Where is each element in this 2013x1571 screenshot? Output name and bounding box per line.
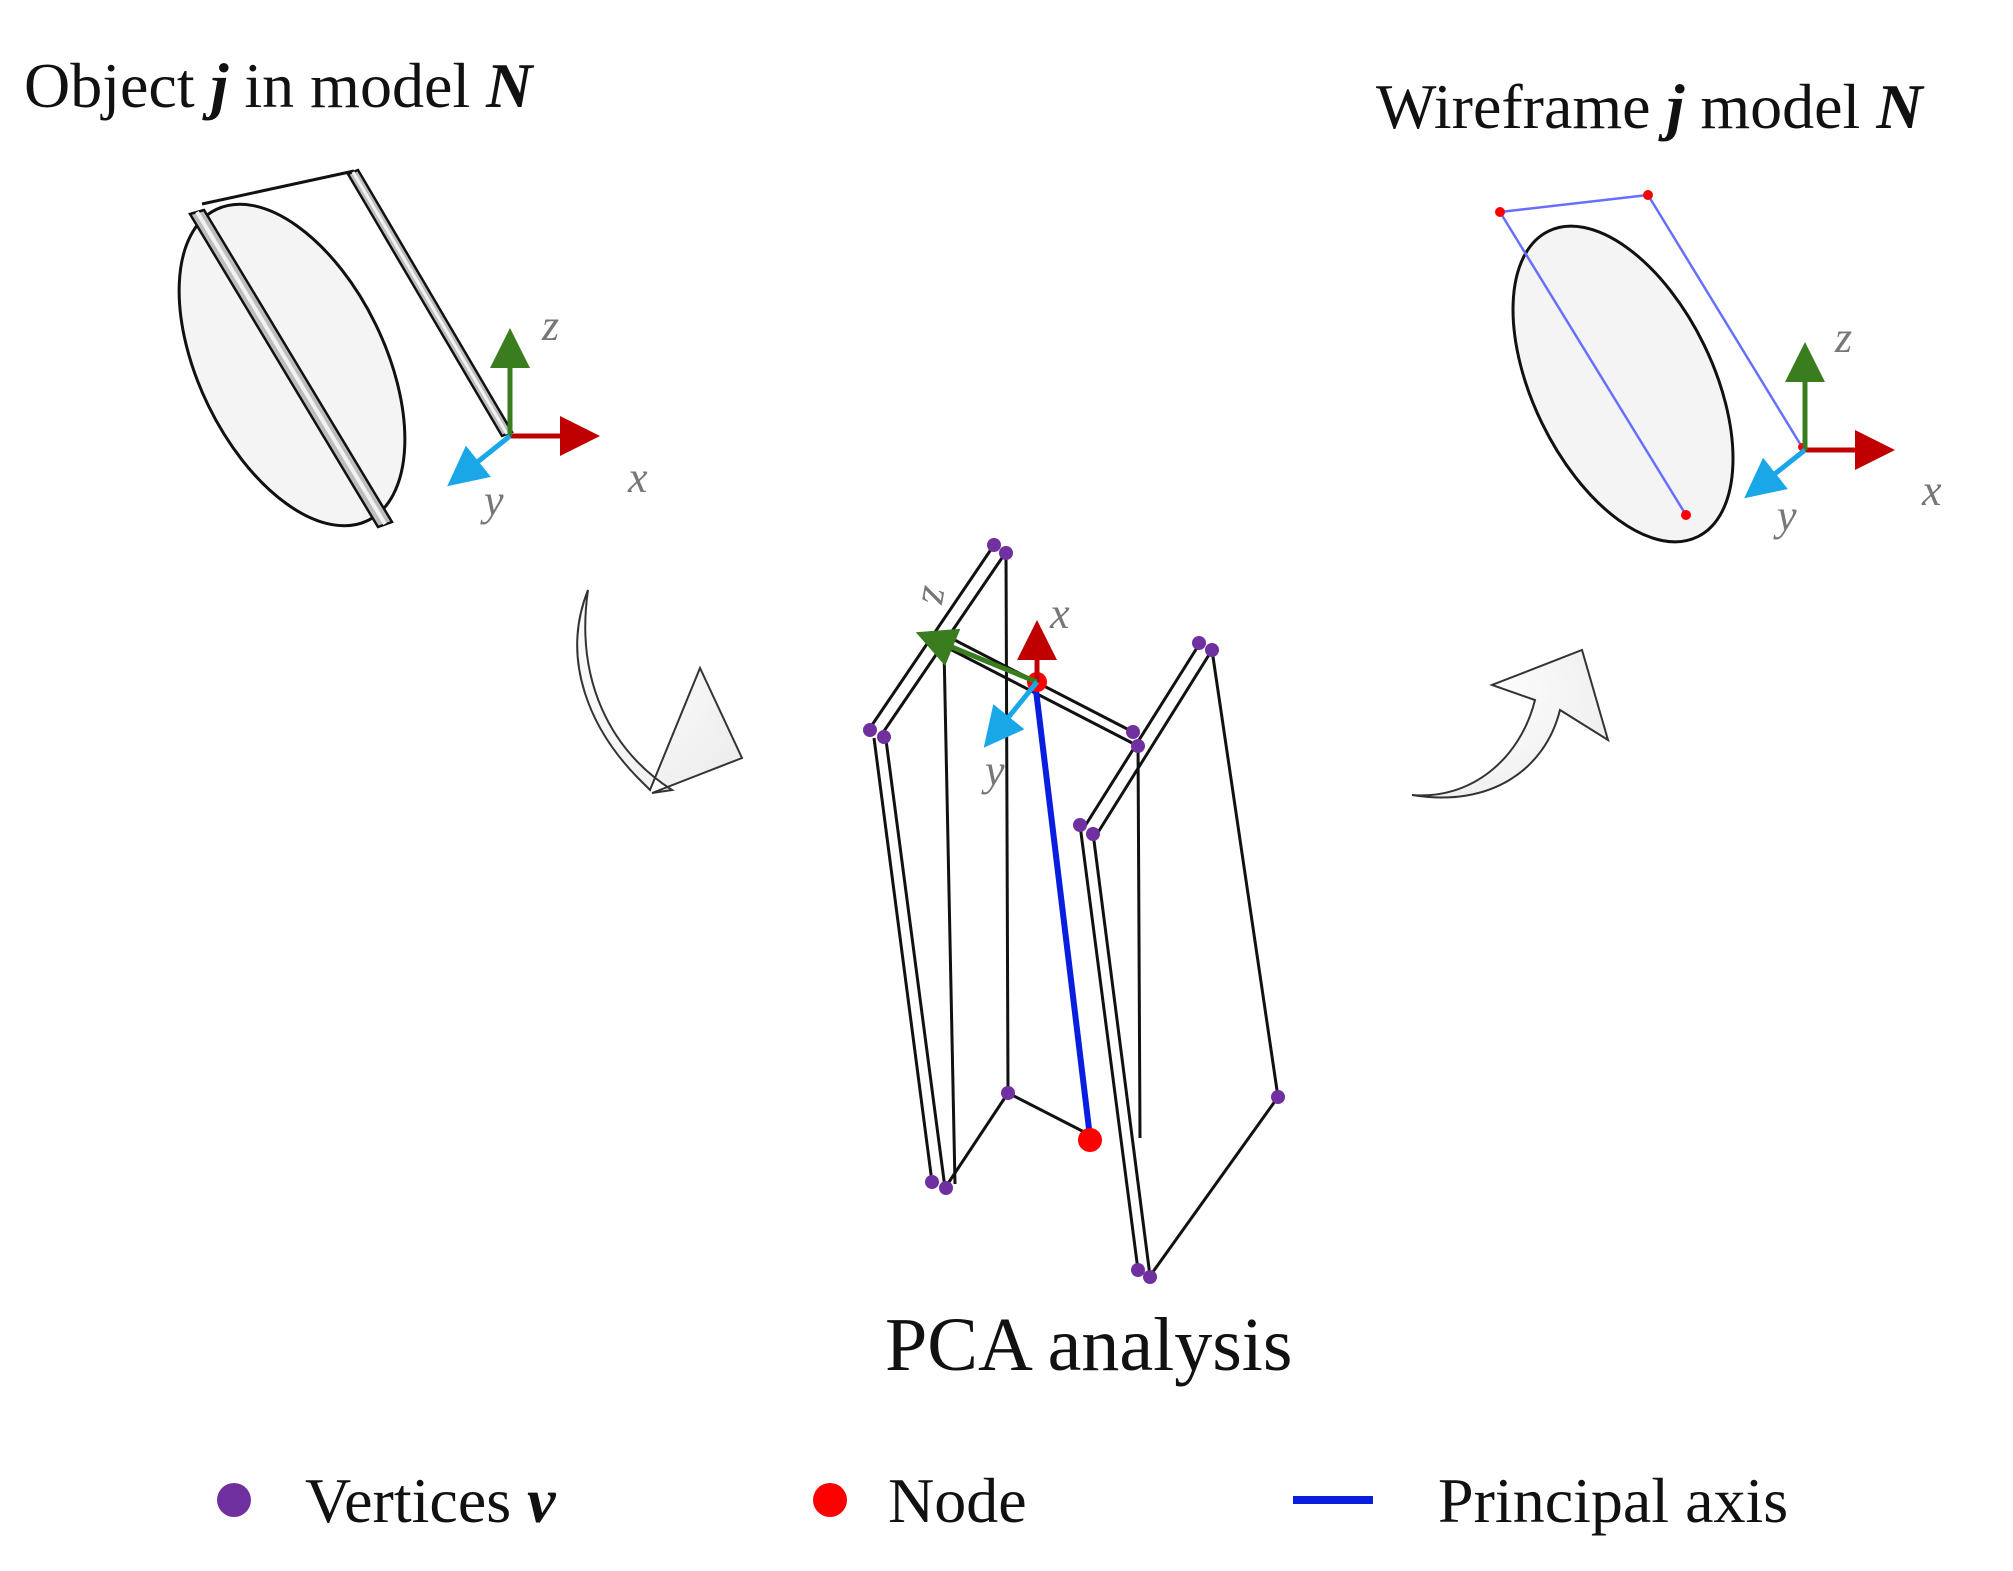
wireframe-panel: Wireframe j model N z x y [1376,71,1942,544]
pca-axes: x z y [912,583,1070,795]
vertex-point [1086,827,1100,841]
vertex-point [987,538,1001,552]
node-point-bottom [1078,1128,1102,1152]
node-point [1643,190,1653,200]
legend-vertices-label: Vertices v [305,1465,556,1536]
x-axis-label: x [627,453,648,502]
y-axis-label: y [981,746,1005,795]
curved-arrow-down [576,589,744,794]
curved-arrow-up [1411,648,1610,799]
vertex-point [925,1175,939,1189]
y-axis-label: y [480,476,504,525]
vertex-point [1143,1270,1157,1284]
vertex-point [877,730,891,744]
object-solid [177,168,514,529]
z-axis-arrow [915,628,1038,685]
y-axis-arrow [1744,448,1807,499]
legend-node-marker [813,1483,847,1517]
object-title: Object j in model N [24,50,535,121]
pca-vertices [863,538,1285,1284]
legend-principal-axis-label: Principal axis [1438,1465,1788,1536]
pca-panel: x z y PCA analysis [863,538,1293,1387]
x-axis-label: x [1049,589,1070,638]
legend: Vertices v Node Principal axis [217,1465,1788,1536]
legend-vertex-marker [217,1483,251,1517]
wireframe-shape [1495,190,1806,544]
vertex-point [939,1181,953,1195]
vertex-point [999,546,1013,560]
wireframe-title: Wireframe j model N [1376,71,1925,142]
node-point [1495,207,1505,217]
pca-caption: PCA analysis [885,1303,1293,1387]
wireframe-axes: z x y [1744,313,1942,540]
object-panel: Object j in model N z x y [24,50,648,529]
y-axis-arrow [447,434,512,487]
vertex-point [1131,1263,1145,1277]
vertex-point [1073,818,1087,832]
vertex-point [1271,1090,1285,1104]
z-axis-label: z [1834,313,1852,362]
object-axes: z x y [447,301,648,525]
z-axis-label: z [912,583,963,609]
principal-axis-line [1032,681,1093,1138]
legend-node-label: Node [888,1465,1027,1536]
vertex-point [1192,636,1206,650]
vertex-point [1131,739,1145,753]
vertex-point [1205,643,1219,657]
x-axis-label: x [1921,466,1942,515]
node-point [1681,510,1691,520]
y-axis-label: y [1773,491,1797,540]
vertex-point [1001,1086,1015,1100]
z-axis-label: z [541,301,559,350]
vertex-point [1126,725,1140,739]
vertex-point [863,723,877,737]
y-axis-arrow [983,680,1039,748]
